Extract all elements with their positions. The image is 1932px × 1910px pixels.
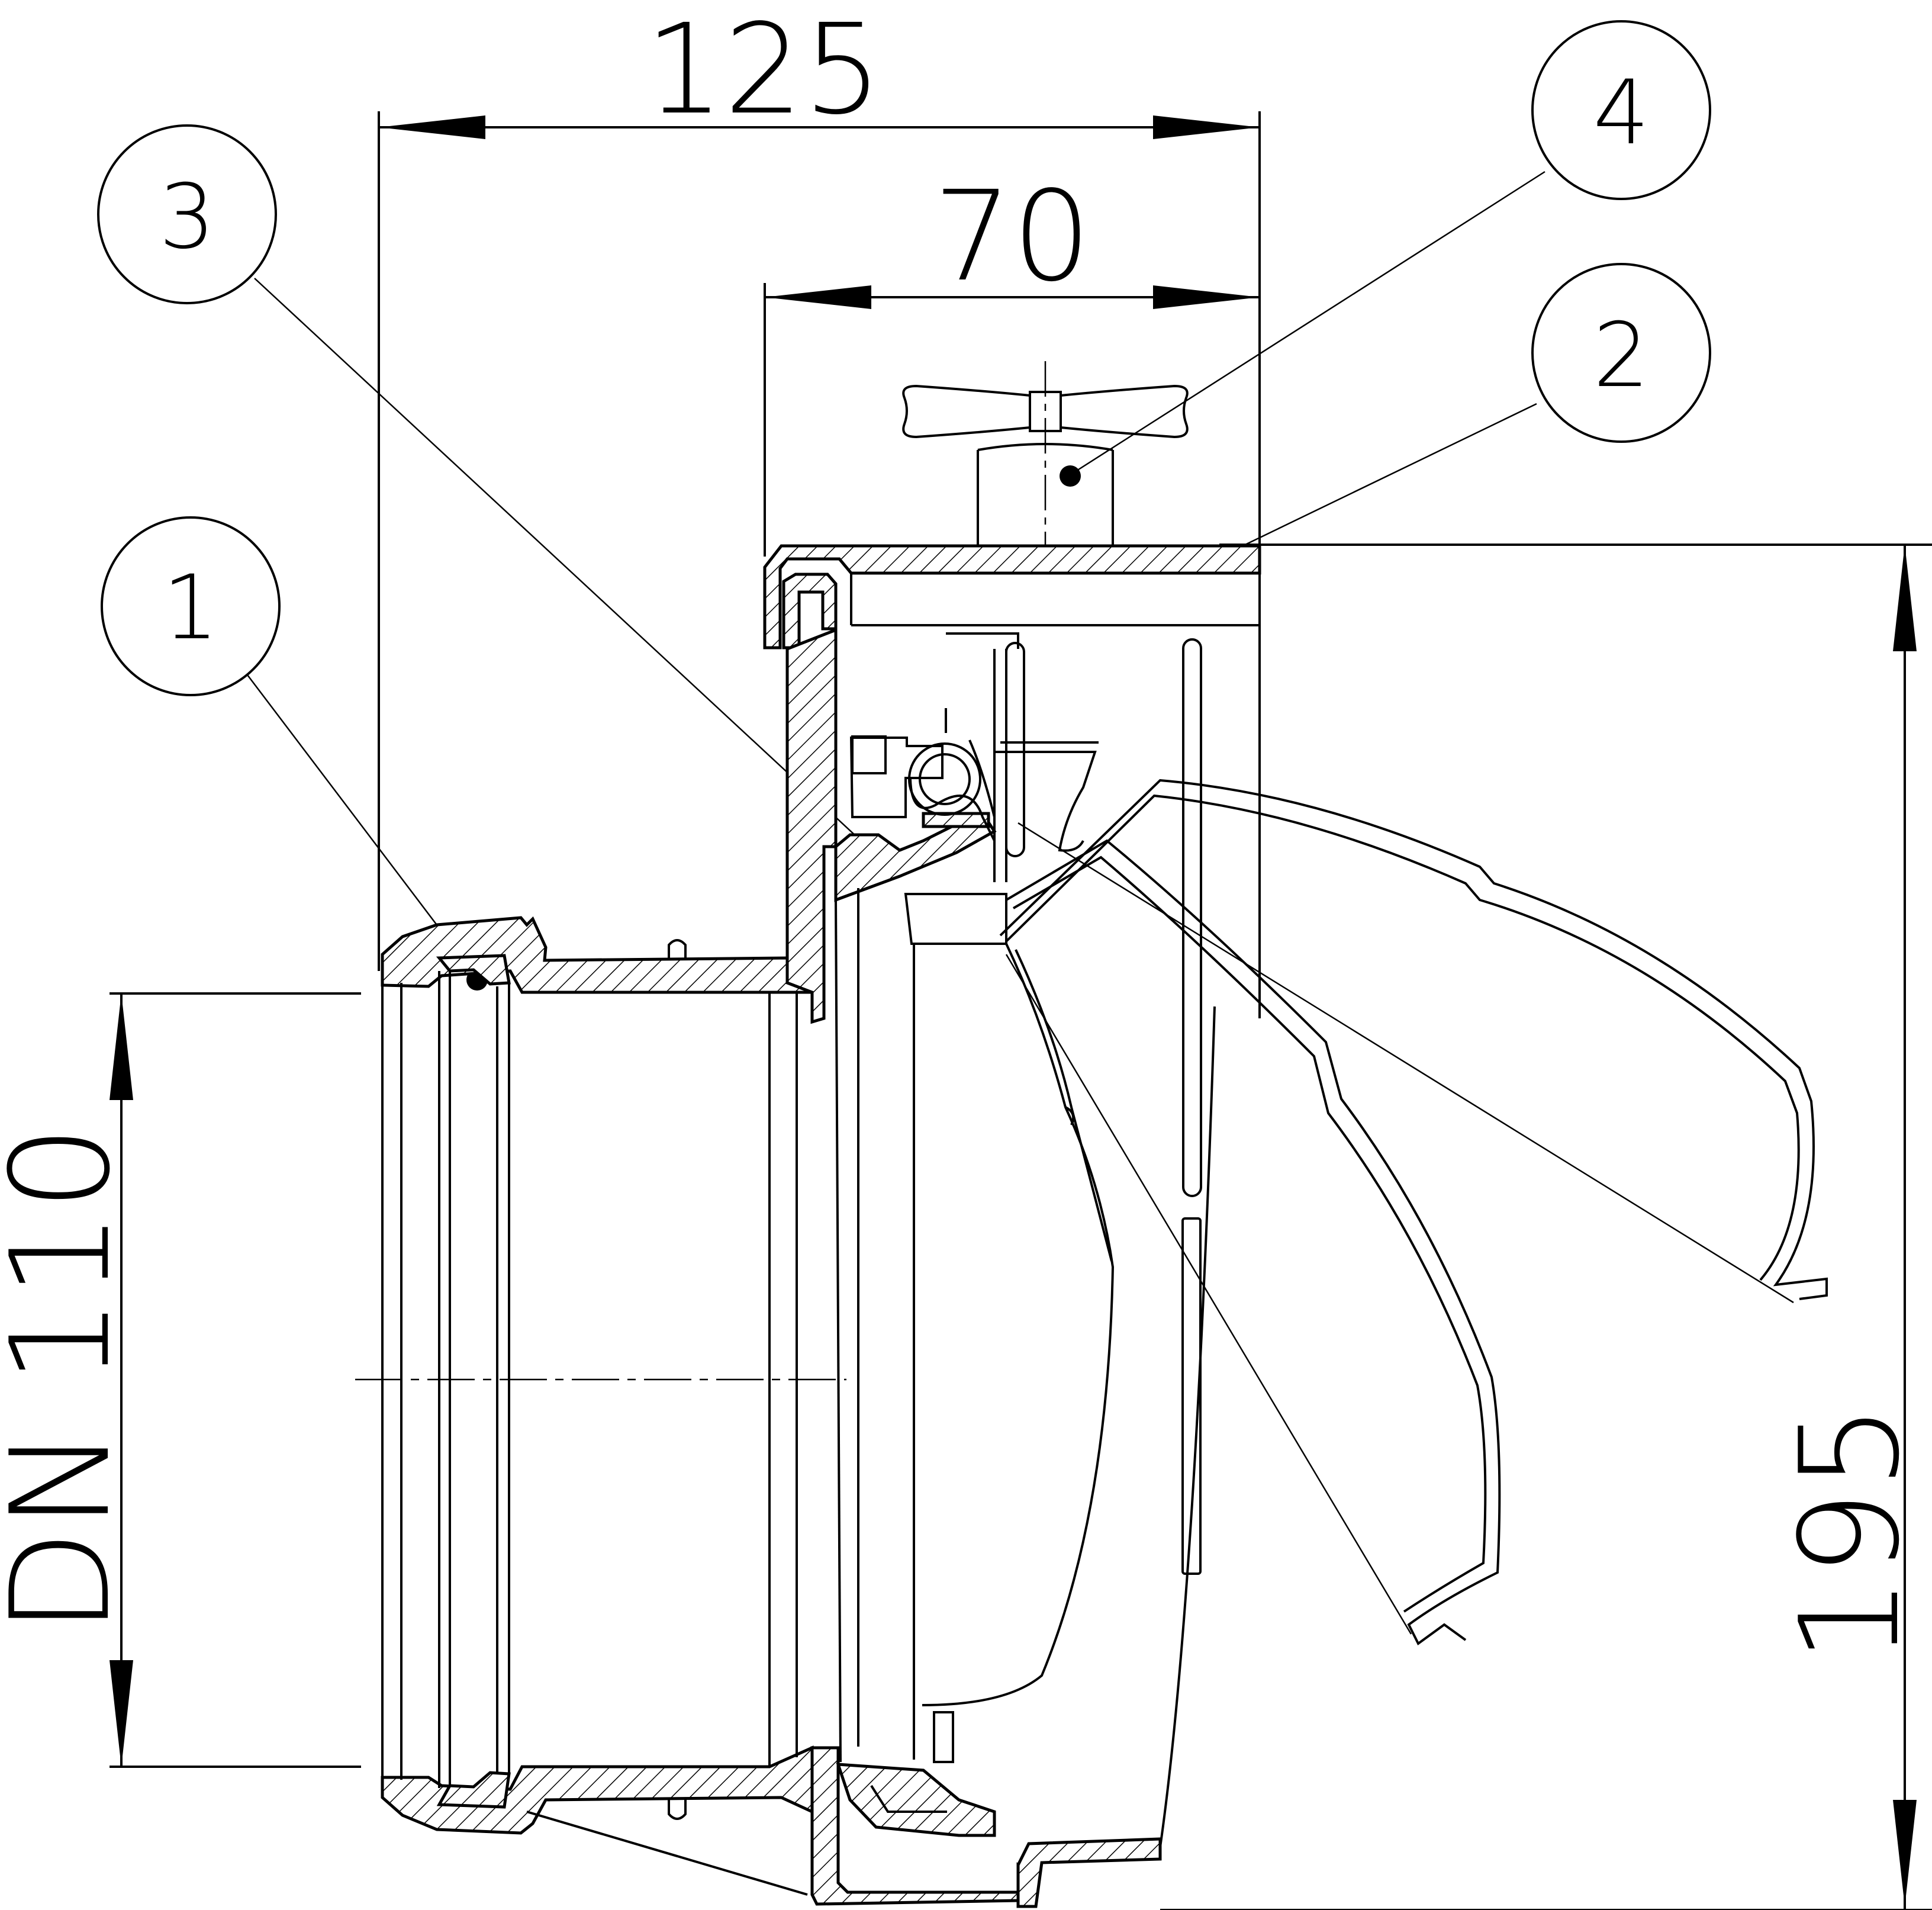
dimension-label-125: 125 xyxy=(645,0,883,142)
dimension-label-195: 195 xyxy=(1772,1404,1930,1664)
flap-housing xyxy=(763,544,1261,1908)
callout-4-number: 4 xyxy=(1593,62,1649,165)
callout-2: 2 xyxy=(1208,263,1711,570)
dimension-overall-width: 125 xyxy=(378,0,1261,971)
hinge-mechanism xyxy=(834,632,1019,902)
callout-1-number: 1 xyxy=(162,557,218,660)
dimension-nominal-diameter: DN 110 xyxy=(0,992,361,1768)
pipe-socket xyxy=(381,916,814,1896)
callout-1: 1 xyxy=(101,516,488,991)
flap-open-middle xyxy=(1005,839,1501,1646)
callout-2-number: 2 xyxy=(1593,304,1649,407)
dimension-overall-height: 195 xyxy=(1160,544,1932,1910)
callout-4: 4 xyxy=(1060,20,1711,487)
locking-knob xyxy=(902,384,1189,546)
flap-open-top xyxy=(999,779,1828,1300)
flap-spring xyxy=(994,741,1794,1635)
dimension-flap-housing-width: 70 xyxy=(764,164,1260,557)
flap-plate-closed xyxy=(835,888,1115,1837)
dimension-label-70: 70 xyxy=(933,164,1091,309)
callout-3-number: 3 xyxy=(159,166,215,269)
dimension-label-dn110: DN 110 xyxy=(0,1124,140,1634)
